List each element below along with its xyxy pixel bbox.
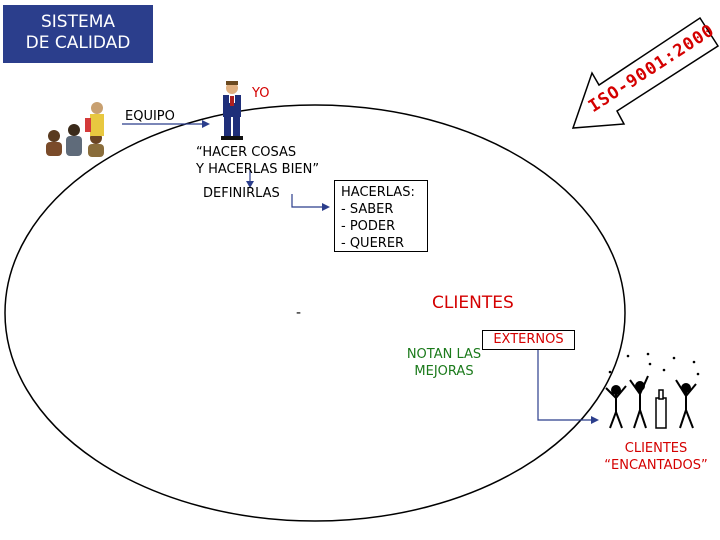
hacerlas-heading: HACERLAS: bbox=[341, 185, 415, 200]
team-clipart bbox=[46, 102, 104, 157]
hacerlas-item: - QUERER bbox=[341, 236, 405, 251]
externos-box: EXTERNOS bbox=[482, 330, 575, 350]
equipo-label: EQUIPO bbox=[125, 109, 175, 124]
quality-system-ellipse bbox=[4, 104, 626, 522]
notan-mejoras-text: NOTAN LAS MEJORAS bbox=[398, 346, 490, 380]
notan-line-1: NOTAN LAS bbox=[406, 347, 482, 362]
motto-line-1: “HACER COSAS bbox=[196, 145, 297, 160]
motto-text: “HACER COSAS Y HACERLAS BIEN” bbox=[196, 144, 319, 178]
encantados-line-1: CLIENTES bbox=[624, 441, 688, 456]
iso-arrow bbox=[571, 16, 720, 129]
notan-line-2: MEJORAS bbox=[414, 364, 474, 379]
motto-to-definirlas-arrowhead bbox=[246, 181, 254, 188]
dash-mark: - bbox=[296, 305, 302, 321]
equipo-to-yo-arrowhead bbox=[202, 120, 210, 128]
person-yo-clipart bbox=[221, 81, 243, 140]
yo-label: YO bbox=[252, 86, 270, 101]
definirlas-to-hacerlas-arrowhead bbox=[322, 203, 330, 211]
definirlas-label: DEFINIRLAS bbox=[203, 186, 280, 201]
clientes-encantados-text: CLIENTES “ENCANTADOS” bbox=[596, 440, 716, 474]
encantados-line-2: “ENCANTADOS” bbox=[604, 458, 708, 473]
hacerlas-item: - PODER bbox=[341, 219, 396, 234]
hacerlas-item: - SABER bbox=[341, 202, 394, 217]
motto-line-2: Y HACERLAS BIEN” bbox=[196, 162, 320, 177]
externos-to-encantados-arrowhead bbox=[591, 416, 599, 424]
title-line-2: DE CALIDAD bbox=[25, 33, 131, 53]
hacerlas-box: HACERLAS: - SABER - PODER - QUERER bbox=[334, 180, 428, 252]
externos-to-encantados-arrow bbox=[537, 350, 592, 421]
title-line-1: SISTEMA bbox=[40, 12, 116, 32]
happy-clients-clipart bbox=[605, 352, 700, 429]
system-title-box: SISTEMA DE CALIDAD bbox=[3, 5, 153, 63]
clientes-label: CLIENTES bbox=[432, 293, 514, 313]
definirlas-to-hacerlas-arrow bbox=[291, 194, 323, 208]
